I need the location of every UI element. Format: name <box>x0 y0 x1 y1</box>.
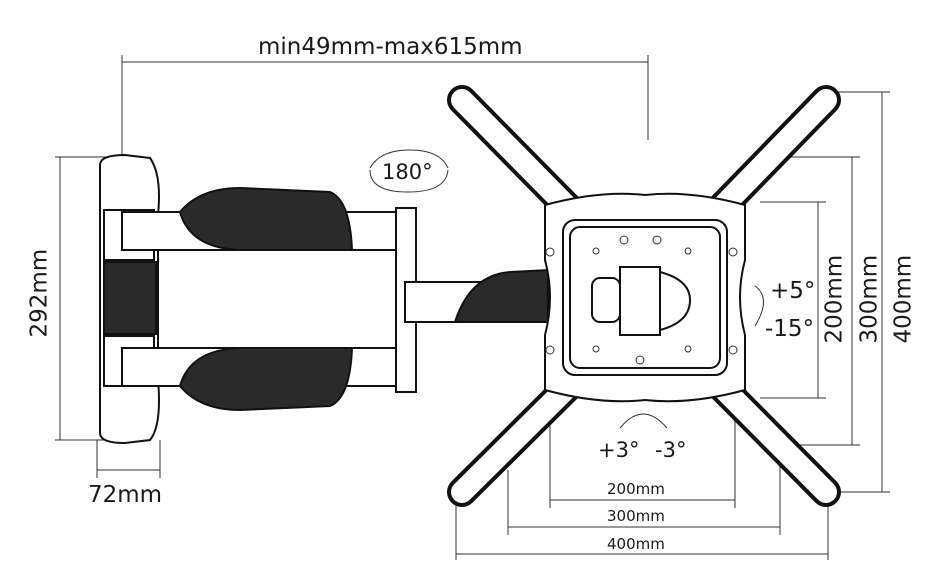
vesa-vertical-400: 400mm <box>890 254 917 344</box>
tilt-up-label: +5° <box>770 278 816 304</box>
dimension-lines <box>55 55 890 560</box>
vesa-vertical-300: 300mm <box>856 254 883 344</box>
articulating-arms <box>121 186 556 412</box>
vesa-horizontal-400: 400mm <box>607 535 665 553</box>
wall-plate-width-label: 72mm <box>88 482 163 508</box>
tilt-down-label: -15° <box>765 316 815 342</box>
vesa-horizontal-300: 300mm <box>607 507 665 525</box>
rotation-plus-label: +3° <box>598 438 640 462</box>
vesa-vertical-200: 200mm <box>821 254 848 344</box>
rotation-minus-label: -3° <box>655 438 687 462</box>
vesa-horizontal-200: 200mm <box>607 480 665 498</box>
wall-plate-height-label: 292mm <box>26 248 53 338</box>
swivel-label: 180° <box>382 160 433 184</box>
wall-plate <box>99 153 160 445</box>
extension-range-label: min49mm-max615mm <box>258 34 523 60</box>
tv-head-plate <box>544 192 746 403</box>
motion-arrows <box>369 149 764 429</box>
